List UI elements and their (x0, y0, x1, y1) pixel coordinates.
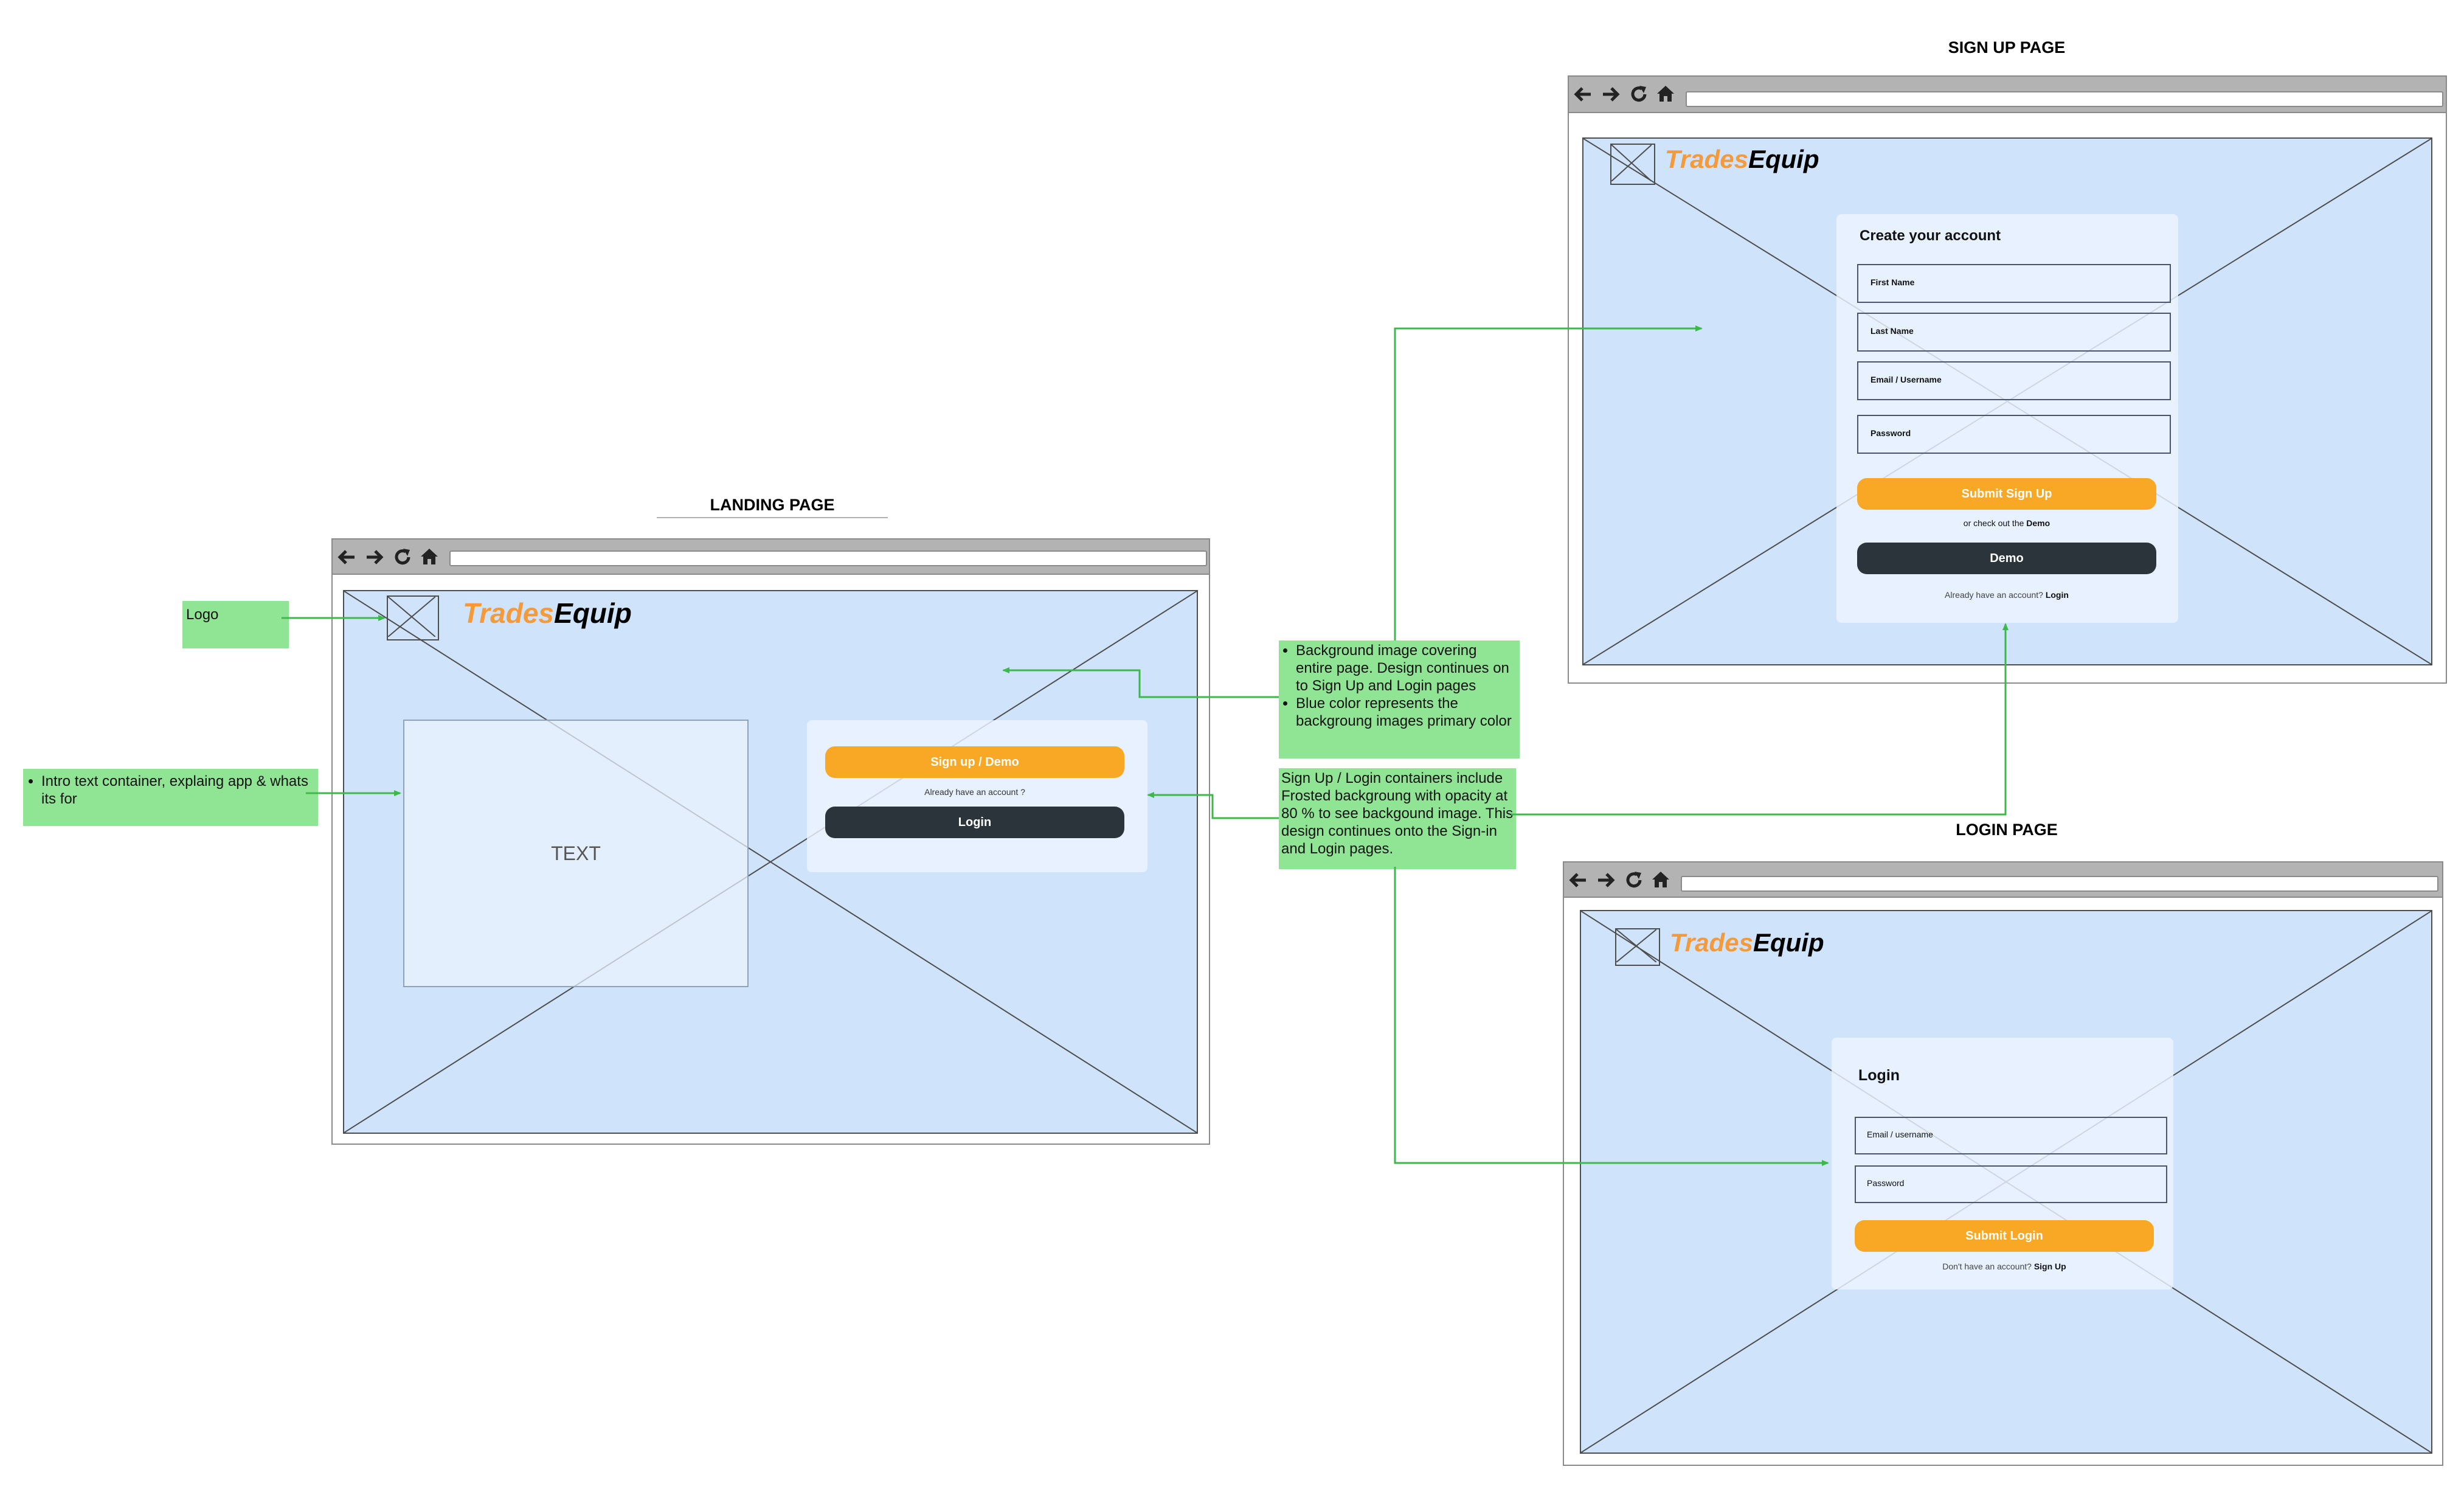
intro-text: TEXT (551, 842, 601, 864)
already-account-hint: Already have an account? Login (1857, 590, 2156, 600)
arrow-right-icon[interactable] (1596, 871, 1616, 892)
submit-login-button[interactable]: Submit Login (1855, 1220, 2154, 1252)
login-heading: Login (1858, 1067, 1900, 1084)
image-placeholder-icon (1611, 144, 1652, 182)
brand-equip: Equip (1753, 928, 1824, 957)
browser-toolbar (333, 540, 1209, 575)
logo-placeholder (1610, 144, 1655, 185)
background-note: Background image covering entire page. D… (1279, 640, 1520, 758)
logo-placeholder (387, 595, 439, 640)
landing-background-image: TradesEquip TEXT Sign up / Demo Already … (343, 590, 1198, 1134)
address-bar[interactable] (449, 550, 1207, 566)
address-bar[interactable] (1681, 876, 2438, 892)
browser-toolbar (1569, 77, 2446, 113)
signup-page-title: SIGN UP PAGE (1948, 38, 2066, 57)
last-name-field[interactable]: Last Name (1857, 313, 2171, 352)
already-account-text: Already have an account ? (924, 787, 1025, 797)
signup-form-panel: Create your account First Name Last Name… (1836, 214, 2178, 623)
home-icon[interactable] (1650, 870, 1671, 892)
intro-note: Intro text container, explaing app & wha… (23, 769, 318, 826)
demo-hint-prefix: or check out the (1963, 518, 2027, 528)
arrow-left-icon[interactable] (1573, 85, 1593, 106)
brand-equip: Equip (554, 597, 632, 629)
frosted-note: Sign Up / Login containers include Frost… (1279, 768, 1516, 869)
brand-trades: Trades (1665, 145, 1748, 173)
arrow-left-icon[interactable] (336, 548, 357, 569)
brand-equip: Equip (1748, 145, 1819, 173)
landing-auth-panel: Sign up / Demo Already have an account ?… (807, 720, 1147, 872)
landing-browser-window: TradesEquip TEXT Sign up / Demo Already … (331, 538, 1210, 1145)
intro-text-container: TEXT (403, 720, 749, 987)
already-account-prefix: Already have an account? (1945, 590, 2046, 600)
submit-signup-button[interactable]: Submit Sign Up (1857, 478, 2156, 510)
home-icon[interactable] (419, 547, 440, 569)
login-page-title: LOGIN PAGE (1956, 821, 2058, 839)
home-icon[interactable] (1655, 84, 1676, 106)
background-note-item: Blue color represents the backgroung ima… (1296, 695, 1516, 730)
email-username-field[interactable]: Email / Username (1857, 361, 2171, 400)
demo-button[interactable]: Demo (1857, 543, 2156, 574)
image-placeholder-icon (1616, 929, 1657, 963)
signup-link[interactable]: Sign Up (2033, 1262, 2066, 1271)
brand-logo-text: TradesEquip (463, 597, 632, 630)
login-email-field[interactable]: Email / username (1855, 1117, 2167, 1154)
no-account-prefix: Don't have an account? (1942, 1262, 2034, 1271)
intro-note-text: Intro text container, explaing app & wha… (41, 772, 312, 808)
background-note-item: Background image covering entire page. D… (1296, 642, 1516, 695)
login-form-panel: Login Email / username Password Submit L… (1832, 1038, 2173, 1289)
image-placeholder-icon (387, 596, 436, 637)
brand-trades: Trades (463, 597, 555, 629)
logo-note-text: Logo (186, 606, 219, 623)
arrow-left-icon[interactable] (1568, 871, 1588, 892)
address-bar[interactable] (1686, 91, 2443, 107)
brand-logo-text: TradesEquip (1665, 145, 1819, 174)
signup-browser-window: TradesEquip Create your account First Na… (1568, 75, 2447, 684)
refresh-icon[interactable] (1624, 870, 1644, 894)
demo-hint: or check out the Demo (1857, 518, 2156, 528)
logo-placeholder (1615, 928, 1660, 966)
logo-note: Logo (182, 601, 289, 648)
signup-heading: Create your account (1860, 227, 2001, 244)
first-name-field[interactable]: First Name (1857, 264, 2171, 303)
login-link[interactable]: Login (2045, 590, 2069, 600)
signup-background-image: TradesEquip Create your account First Na… (1582, 137, 2432, 665)
login-background-image: TradesEquip Login Email / username Passw… (1580, 910, 2432, 1454)
login-browser-window: TradesEquip Login Email / username Passw… (1563, 861, 2443, 1466)
arrow-right-icon[interactable] (1601, 85, 1621, 106)
refresh-icon[interactable] (1628, 84, 1649, 108)
brand-trades: Trades (1670, 928, 1753, 957)
landing-title-underline (657, 517, 888, 518)
landing-page-title: LANDING PAGE (710, 496, 835, 514)
no-account-hint: Don't have an account? Sign Up (1855, 1262, 2154, 1271)
browser-toolbar (1564, 863, 2442, 898)
password-field[interactable]: Password (1857, 415, 2171, 454)
login-password-field[interactable]: Password (1855, 1165, 2167, 1203)
brand-logo-text: TradesEquip (1670, 928, 1824, 957)
refresh-icon[interactable] (392, 547, 413, 571)
signup-demo-button[interactable]: Sign up / Demo (825, 746, 1124, 778)
landing-login-button[interactable]: Login (825, 807, 1124, 838)
arrow-right-icon[interactable] (364, 548, 385, 569)
demo-link[interactable]: Demo (2026, 518, 2050, 528)
frosted-note-text: Sign Up / Login containers include Frost… (1281, 770, 1514, 857)
